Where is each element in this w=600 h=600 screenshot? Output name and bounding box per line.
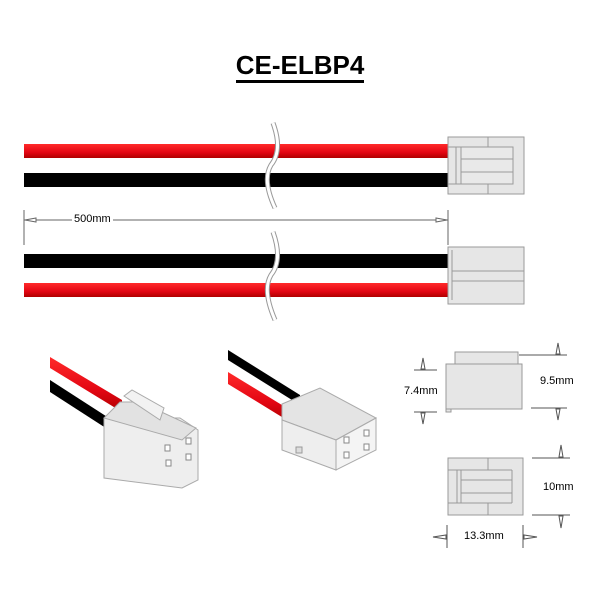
connector-top: [447, 136, 525, 195]
width-label: 13.3mm: [462, 530, 506, 542]
red-wire: [24, 283, 450, 297]
black-wire: [24, 173, 450, 187]
bottom-view: [24, 231, 525, 321]
page-title: CE-ELBP4: [0, 50, 600, 83]
isometric-view-1: [50, 357, 199, 489]
cable-length-label: 500mm: [72, 213, 113, 225]
side-height-label: 7.4mm: [402, 385, 440, 397]
front-view: [447, 457, 524, 516]
side-dimensions: [414, 342, 567, 425]
isometric-view-2: [228, 350, 378, 471]
front-dimensions: [432, 444, 570, 548]
connector-bottom: [447, 246, 525, 305]
top-view: [24, 122, 525, 210]
black-wire: [24, 254, 450, 268]
red-wire: [24, 144, 450, 158]
side-view: [445, 351, 523, 413]
overall-height-label: 9.5mm: [538, 375, 576, 387]
front-height-label: 10mm: [541, 481, 576, 493]
